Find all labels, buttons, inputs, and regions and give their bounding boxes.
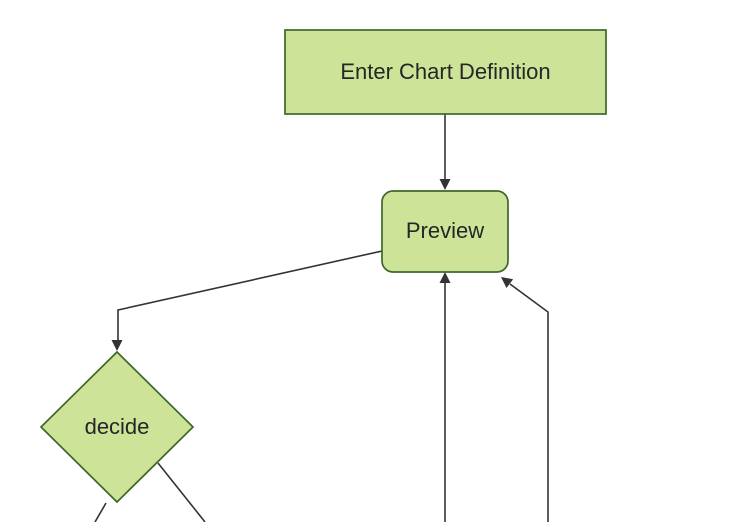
arrowhead-bottom-right-to-preview bbox=[501, 277, 514, 288]
arrowhead-bottom-center-to-preview bbox=[439, 272, 451, 283]
arrowhead-preview-to-decide bbox=[111, 340, 123, 351]
edge-decide-to-bottom-right bbox=[157, 462, 206, 522]
node-decide bbox=[39, 350, 195, 504]
edge-preview-to-decide bbox=[117, 250, 383, 341]
edge-decide-to-bottom-left bbox=[94, 502, 107, 522]
node-enter-chart-definition bbox=[284, 29, 607, 115]
node-preview bbox=[381, 190, 509, 273]
arrowhead-enter-to-preview bbox=[439, 179, 451, 190]
edge-bottom-right-to-preview bbox=[509, 283, 549, 522]
